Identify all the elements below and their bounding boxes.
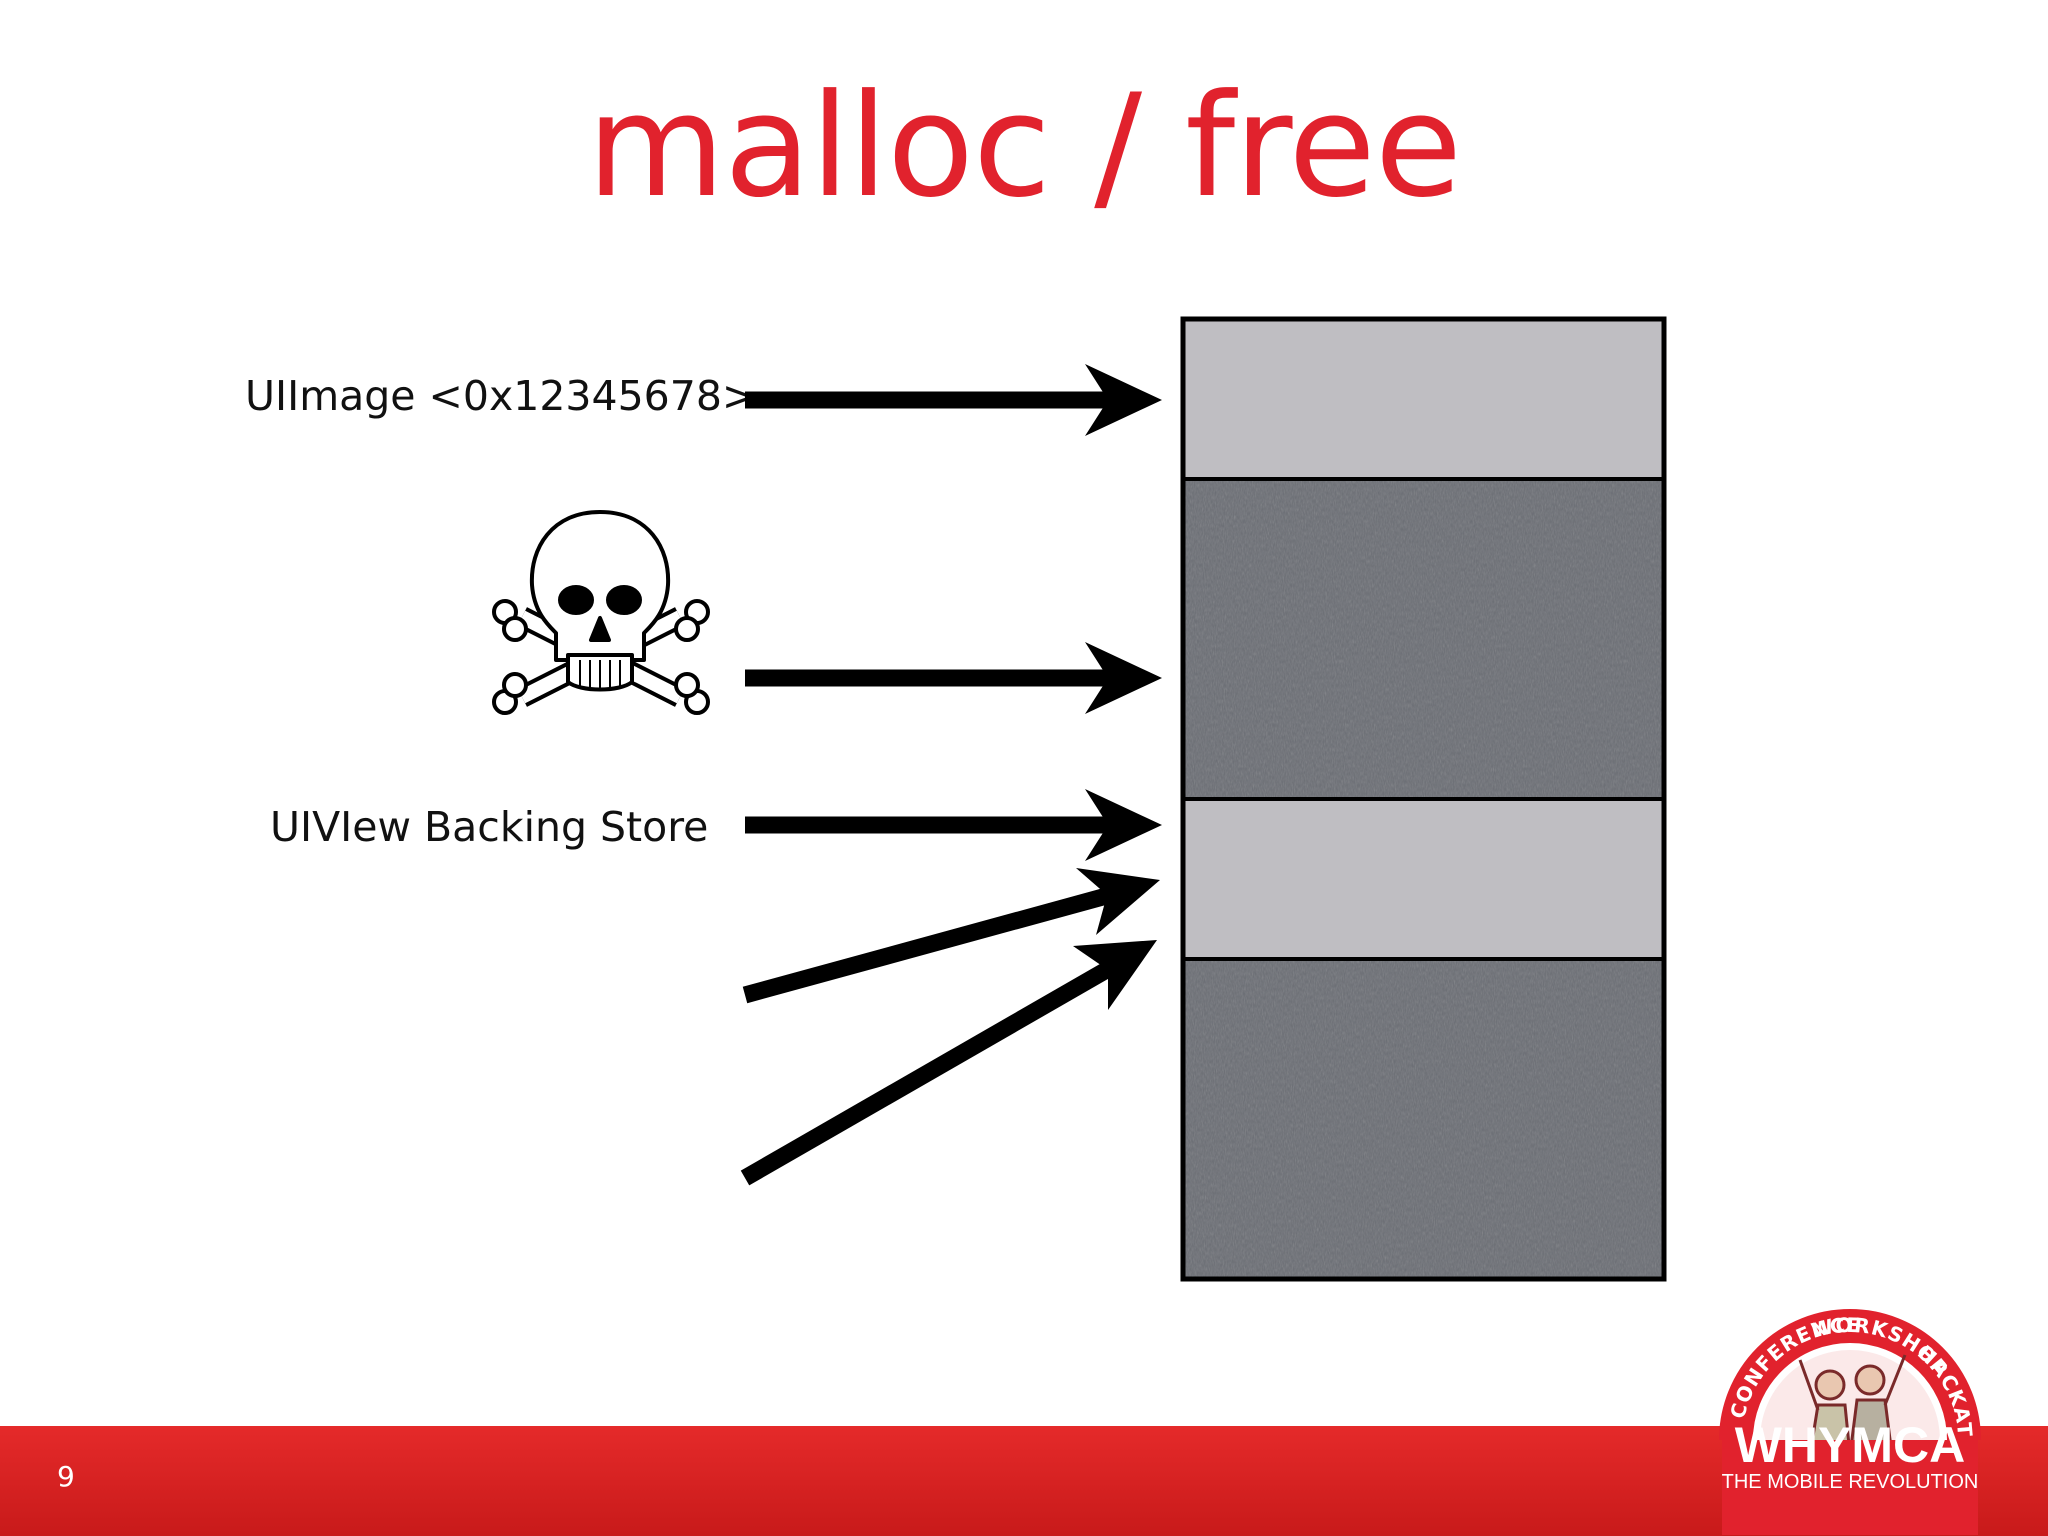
- slide-title: malloc / free: [586, 64, 1462, 229]
- memory-block-backing-store: [1183, 799, 1664, 959]
- memory-block-used: [1183, 959, 1664, 1279]
- footer-bar: [0, 1426, 2048, 1536]
- memory-column: [1180, 316, 1667, 1282]
- memory-column-border: [1180, 316, 1667, 1282]
- page-number: 9: [57, 1460, 75, 1493]
- whymca-logo: CONFERENCE WORKSHOP HACKATHON WHYMCA THE…: [1700, 1265, 1981, 1535]
- logo-tagline: THE MOBILE REVOLUTION: [1722, 1471, 1979, 1493]
- logo-name: WHYMCA: [1735, 1417, 1966, 1473]
- arrow-backing-store: [745, 789, 1162, 861]
- arrow-diagonal-bottom: [740, 940, 1157, 1186]
- arrow-uiimage: [745, 364, 1162, 436]
- memory-block-uiimage: [1183, 319, 1664, 479]
- backing-store-label: UIVIew Backing Store: [270, 803, 709, 851]
- arrow-diagonal-low: [742, 868, 1160, 1004]
- memory-diagram: [492, 316, 1667, 1282]
- memory-block-freed: [1183, 479, 1664, 799]
- skull-and-crossbones-icon: [492, 510, 710, 715]
- uiimage-label: UIImage <0x12345678>: [245, 372, 757, 420]
- arrow-dangling-pointer: [745, 642, 1162, 714]
